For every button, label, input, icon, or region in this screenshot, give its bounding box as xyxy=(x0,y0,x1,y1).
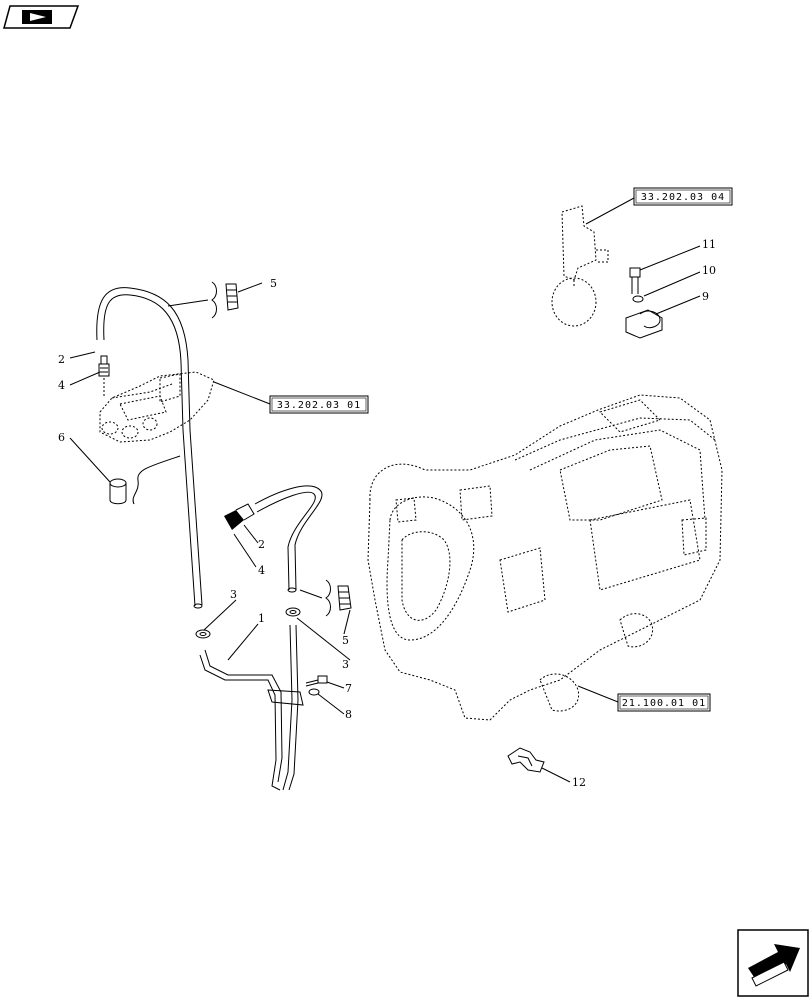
bolt-11 xyxy=(629,267,641,294)
callout-3: 3 xyxy=(230,588,237,601)
bolt-small xyxy=(305,675,328,687)
washer-small xyxy=(308,688,320,696)
callout-2: 2 xyxy=(58,353,65,366)
callout-4: 4 xyxy=(258,564,265,577)
clamp-9 xyxy=(625,309,663,339)
filter-lower xyxy=(337,585,352,611)
short-hose xyxy=(254,485,323,593)
union-fitting-lower xyxy=(224,503,255,530)
callout-8: 8 xyxy=(345,708,352,721)
callout-5: 5 xyxy=(342,634,349,647)
filter-upper xyxy=(225,283,239,311)
callout-11: 11 xyxy=(702,238,716,251)
long-hose xyxy=(96,287,203,609)
callout-1: 1 xyxy=(258,612,265,625)
reference-label: 33.202.03 01 xyxy=(277,400,361,411)
callout-12: 12 xyxy=(572,776,586,789)
reference-box-33-202-03-01[interactable]: 33.202.03 01 xyxy=(269,395,369,414)
callout-4: 4 xyxy=(58,379,65,392)
washer-10 xyxy=(632,295,644,303)
callout-9: 9 xyxy=(702,290,709,303)
callout-6: 6 xyxy=(58,431,65,444)
reference-label: 21.100.01 01 xyxy=(622,698,706,709)
book-nav-icon[interactable] xyxy=(3,5,80,29)
callout-3: 3 xyxy=(342,658,349,671)
union-fitting-upper xyxy=(98,355,110,377)
callout-2: 2 xyxy=(258,538,265,551)
clip-12 xyxy=(507,747,545,773)
callout-labels: 5 2 4 6 2 4 3 1 5 3 7 8 11 10 9 12 xyxy=(58,238,716,789)
next-page-arrow-icon[interactable] xyxy=(737,929,809,997)
callout-7: 7 xyxy=(345,682,352,695)
reference-box-21-100-01-01[interactable]: 21.100.01 01 xyxy=(617,693,711,712)
reference-box-33-202-03-04[interactable]: 33.202.03 04 xyxy=(633,187,733,206)
washer-left xyxy=(195,629,211,639)
reference-label: 33.202.03 04 xyxy=(641,192,725,203)
leader-lines xyxy=(69,197,701,783)
washer-right xyxy=(285,607,301,617)
rigid-pipe xyxy=(199,624,304,791)
callout-10: 10 xyxy=(702,264,716,277)
sleeve xyxy=(109,478,127,505)
accumulator xyxy=(551,205,609,327)
callout-5: 5 xyxy=(270,277,277,290)
valve-block xyxy=(99,371,215,443)
transmission-housing xyxy=(367,394,723,721)
